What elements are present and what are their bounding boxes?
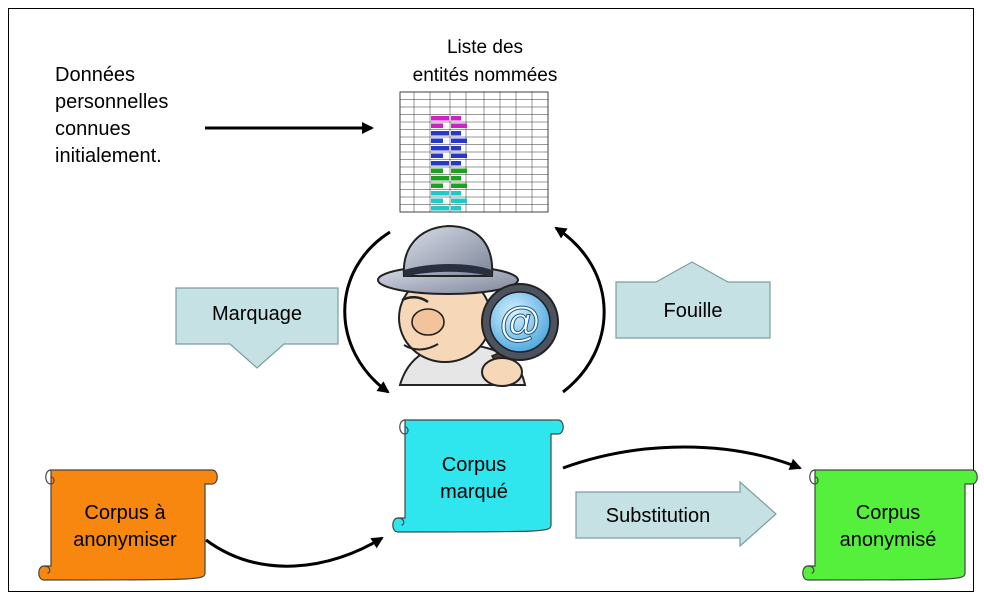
corpus-marque-line: marqué (440, 481, 508, 503)
scroll-corpus-a-anonymiser-shape (38, 469, 218, 581)
table-highlight-cell (431, 183, 443, 188)
corpus-anonymise-line: Corpus (855, 502, 921, 524)
table-highlight-cell (431, 123, 443, 128)
table-highlight-cell (451, 123, 467, 128)
table-highlight-cell (431, 191, 449, 196)
table-highlight-cell (451, 161, 461, 166)
fouille-label: Fouille (663, 300, 723, 322)
known-data-line: Données (55, 64, 136, 86)
corpus-a-anonymiser-line: Corpus à (84, 502, 166, 524)
known-data-line: initialement. (55, 145, 162, 167)
table-highlight-cell (431, 116, 449, 121)
corpus-anonymise-label: Corpus anonymisé (808, 500, 968, 554)
table-highlight-cell (451, 146, 461, 151)
entity-list-title-line: entités nommées (412, 65, 558, 86)
table-highlight-cell (431, 206, 449, 211)
table-highlight-cell (451, 116, 461, 121)
table-highlight-cell (451, 138, 467, 143)
table-highlight-cell (451, 153, 467, 158)
corpus-marque-line: Corpus (441, 454, 507, 476)
substitution-block-arrow (575, 480, 777, 548)
table-highlight-cell (451, 131, 461, 136)
arrow-marked-to-list-curve (554, 226, 606, 394)
table-highlight-cell (451, 183, 467, 188)
arrow-list-to-marked-curve (343, 230, 391, 394)
substitution-label: Substitution (605, 505, 711, 527)
table-highlight-cell (451, 198, 467, 203)
diagram-frame (8, 8, 974, 592)
scroll-corpus-marque-shape (392, 419, 564, 533)
table-highlight-cell (431, 198, 443, 203)
at-sign-icon: @ (500, 298, 541, 345)
table-highlight-cell (431, 161, 449, 166)
known-data-text: Données personnelles connues initialemen… (55, 62, 168, 170)
arrow-marked-to-output (562, 445, 802, 470)
table-highlight-cell (431, 146, 449, 151)
table-highlight-cell (431, 168, 443, 173)
scroll-corpus-anonymise-shape (802, 469, 978, 581)
known-data-line: personnelles (55, 91, 169, 113)
table-highlight-cell (431, 138, 443, 143)
table-highlight-cell (451, 176, 461, 181)
corpus-marque-label: Corpus marqué (398, 452, 550, 506)
known-data-line: connues (55, 118, 131, 140)
table-highlight-cell (431, 131, 449, 136)
marquage-label: Marquage (211, 303, 303, 325)
table-highlight-cell (431, 153, 443, 158)
fouille-block-arrow (615, 261, 771, 339)
entity-table-icon (399, 91, 549, 213)
table-highlight-cell (451, 206, 461, 211)
arrow-input-to-marked (205, 536, 384, 568)
entity-list-title: Liste des entités nommées (395, 34, 575, 90)
table-highlight-cell (431, 176, 449, 181)
table-highlight-cell (451, 168, 467, 173)
corpus-anonymise-line: anonymisé (839, 529, 937, 551)
corpus-a-anonymiser-line: anonymiser (73, 529, 177, 551)
corpus-a-anonymiser-label: Corpus à anonymiser (44, 500, 206, 554)
marquage-block-arrow (175, 287, 339, 369)
detective-magnifier-icon: @ (377, 224, 559, 387)
table-highlight-cell (451, 191, 461, 196)
entity-list-title-line: Liste des (446, 37, 524, 58)
